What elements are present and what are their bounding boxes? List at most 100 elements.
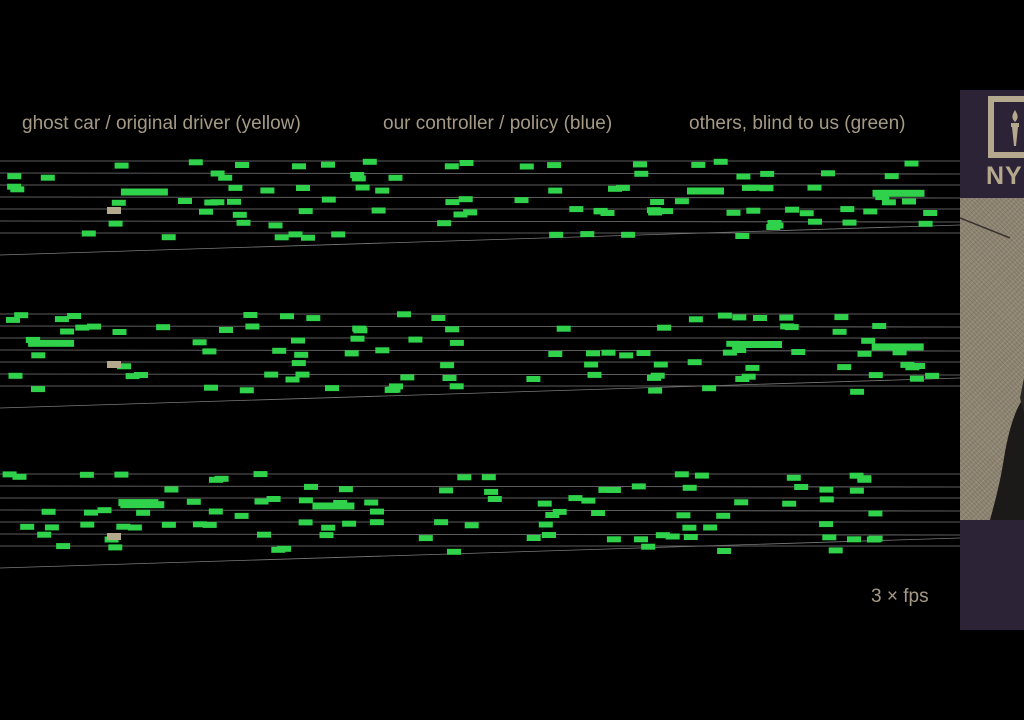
other-car	[556, 325, 571, 332]
other-car	[842, 219, 857, 226]
other-car	[325, 385, 339, 392]
other-car	[665, 533, 680, 540]
other-car	[819, 486, 834, 493]
other-car	[691, 161, 706, 168]
other-car	[14, 312, 29, 319]
other-car	[552, 508, 567, 515]
other-car	[7, 173, 22, 180]
other-car-cluster	[120, 188, 168, 196]
other-car	[726, 209, 741, 216]
lane-line	[0, 172, 960, 175]
other-car	[847, 536, 861, 543]
other-car	[2, 471, 17, 478]
other-car	[828, 547, 843, 554]
other-car	[321, 524, 336, 531]
other-car	[116, 523, 131, 530]
lane-line	[0, 373, 960, 376]
other-car	[204, 384, 218, 391]
other-car	[722, 349, 737, 356]
other-car	[291, 337, 305, 344]
other-car	[79, 471, 94, 478]
other-car	[355, 184, 370, 191]
other-car	[331, 231, 346, 238]
other-car	[277, 545, 292, 552]
other-car	[837, 364, 852, 371]
other-car	[439, 487, 454, 494]
other-car	[10, 186, 25, 193]
other-car	[364, 499, 379, 506]
other-car	[782, 500, 797, 507]
other-car	[192, 521, 207, 528]
other-car	[254, 498, 269, 505]
other-car	[674, 198, 689, 205]
other-car	[188, 159, 203, 166]
other-car	[54, 316, 69, 323]
other-car	[458, 196, 473, 203]
other-car	[253, 471, 268, 478]
other-car	[808, 218, 822, 225]
other-car	[526, 376, 541, 382]
other-car	[905, 364, 920, 371]
other-car	[6, 316, 20, 323]
other-car	[234, 512, 249, 519]
other-car	[20, 523, 35, 530]
other-car	[875, 194, 890, 201]
other-car	[8, 372, 23, 379]
other-car	[227, 198, 241, 205]
other-car-cluster	[312, 502, 355, 510]
other-car	[653, 361, 668, 368]
lane-line	[0, 533, 960, 536]
other-car	[408, 336, 423, 343]
other-car	[779, 314, 794, 321]
other-car	[736, 173, 751, 180]
other-car	[484, 488, 499, 495]
other-car	[192, 339, 207, 346]
other-car	[397, 311, 411, 318]
other-car	[136, 509, 151, 516]
other-car	[655, 532, 670, 539]
ghost-car	[107, 207, 121, 214]
other-car	[650, 199, 665, 205]
other-car	[243, 312, 258, 318]
speaker-photo	[960, 198, 1024, 520]
other-car	[84, 509, 98, 516]
other-car	[587, 371, 602, 378]
other-car	[807, 184, 822, 191]
other-car	[266, 496, 281, 502]
other-car	[156, 324, 171, 331]
other-car	[548, 351, 563, 357]
other-car	[260, 187, 275, 194]
other-car	[285, 376, 300, 383]
lane-line	[0, 349, 960, 352]
ghost-car	[107, 361, 121, 368]
other-car	[884, 173, 899, 180]
other-car	[236, 219, 251, 226]
other-car	[418, 535, 433, 542]
other-car	[760, 170, 775, 177]
other-car	[40, 174, 55, 181]
other-car	[868, 372, 883, 379]
other-car	[296, 185, 310, 191]
other-car	[687, 359, 702, 366]
other-car	[375, 187, 390, 194]
other-car	[631, 483, 646, 490]
other-car	[111, 199, 126, 206]
other-car	[161, 521, 176, 528]
other-car	[863, 208, 878, 215]
lane-panel-1	[0, 158, 960, 256]
other-car	[369, 519, 384, 526]
other-car	[445, 326, 460, 333]
other-car	[291, 360, 306, 367]
other-car	[292, 163, 306, 170]
other-car	[834, 314, 849, 321]
other-car	[598, 486, 613, 493]
other-car	[161, 234, 176, 241]
other-car	[840, 206, 855, 213]
other-car	[204, 199, 219, 206]
other-car	[321, 161, 335, 168]
other-car	[125, 373, 140, 380]
other-car	[580, 231, 595, 238]
other-car	[547, 162, 562, 169]
other-car	[659, 208, 674, 215]
other-car	[134, 372, 148, 378]
